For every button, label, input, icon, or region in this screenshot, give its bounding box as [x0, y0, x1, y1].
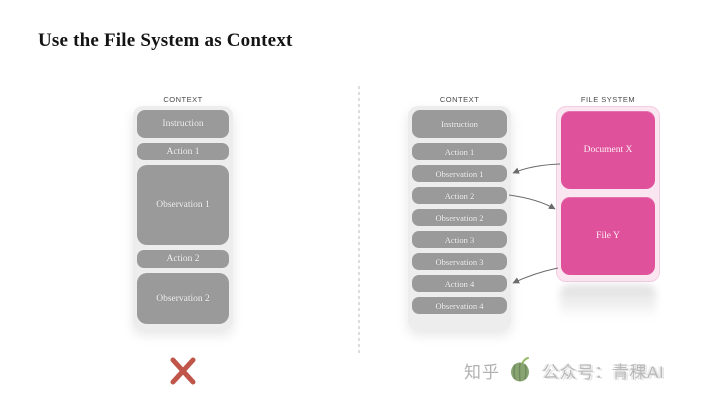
left-box-action-1: Action 1	[137, 143, 229, 160]
arrow-file-y-to-action-4	[512, 267, 559, 284]
file-system-panel: Document X File Y	[556, 106, 660, 282]
left-box-instruction: Instruction	[137, 110, 229, 138]
x-mark-icon	[170, 357, 196, 385]
file-system-label: FILE SYSTEM	[580, 95, 636, 104]
right-box-action-3: Action 3	[412, 231, 507, 248]
file-box-document-x: Document X	[561, 111, 655, 189]
left-box-observation-2: Observation 2	[137, 273, 229, 324]
page-title: Use the File System as Context	[38, 30, 293, 51]
right-box-observation-1: Observation 1	[412, 165, 507, 182]
qingke-logo-icon	[511, 357, 529, 382]
right-context-label: CONTEXT	[439, 95, 480, 104]
watermark: 知乎 公众号：青稞AI	[464, 356, 664, 384]
right-box-action-1: Action 1	[412, 143, 507, 160]
right-box-observation-2: Observation 2	[412, 209, 507, 226]
right-box-action-2: Action 2	[412, 187, 507, 204]
right-box-instruction: Instruction	[412, 110, 507, 138]
left-box-observation-1: Observation 1	[137, 165, 229, 245]
file-box-file-y: File Y	[561, 197, 655, 275]
left-context-label: CONTEXT	[163, 95, 203, 104]
panel-divider	[358, 86, 360, 354]
zhihu-watermark-text: 知乎	[464, 362, 500, 382]
right-box-observation-3: Observation 3	[412, 253, 507, 270]
account-watermark-text: 公众号：青稞AI	[542, 362, 665, 382]
arrow-action-2-to-file-y	[508, 194, 556, 210]
right-context-panel: Instruction Action 1 Observation 1 Actio…	[408, 106, 511, 330]
arrow-document-x-to-observation-1	[512, 163, 561, 174]
right-box-observation-4: Observation 4	[412, 297, 507, 314]
left-box-action-2: Action 2	[137, 250, 229, 268]
left-context-panel: Instruction Action 1 Observation 1 Actio…	[133, 106, 233, 330]
right-box-action-4: Action 4	[412, 275, 507, 292]
file-system-shadow	[560, 285, 656, 319]
